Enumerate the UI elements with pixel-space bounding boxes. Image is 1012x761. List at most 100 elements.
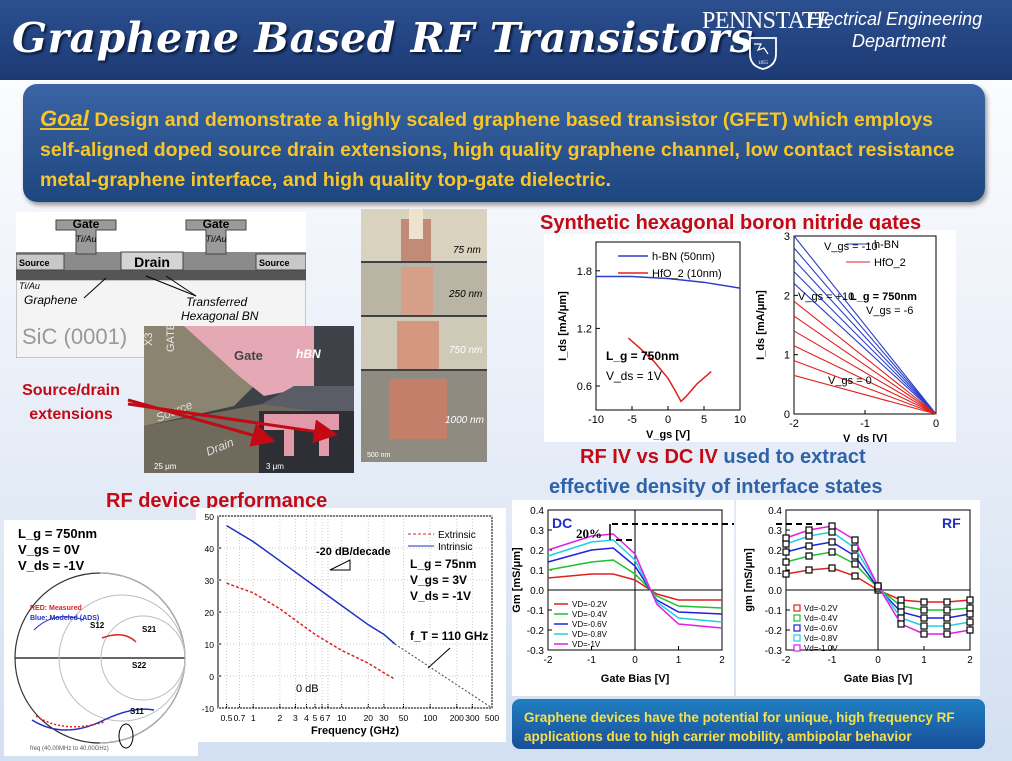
x-tick-label: 500: [485, 713, 499, 723]
y-tick-label: 0.3: [530, 526, 544, 537]
y-tick-label: 40: [205, 544, 215, 554]
series-line: [793, 360, 937, 415]
x-tick-label: 2: [719, 655, 725, 666]
x-tick-label: 200: [450, 713, 464, 723]
data-point: [782, 534, 790, 542]
y-tick-label: -0.2: [527, 626, 545, 637]
y-axis-label: I_ds [mA/μm]: [557, 291, 569, 361]
x-tick-label: -2: [544, 655, 553, 666]
y-axis-label: Gm [mS/μm]: [512, 547, 523, 613]
series-line: [596, 275, 741, 289]
tem-label-1000: 1000 nm: [445, 415, 484, 426]
y-tick-label: 0.2: [768, 546, 782, 557]
legend-label: VD=-1V: [572, 640, 601, 649]
series-line: [793, 271, 937, 415]
gate2-label: Gate: [203, 217, 230, 231]
smith-s22: S22: [132, 661, 147, 670]
series-line: [226, 524, 396, 645]
annotation-slope: -20 dB/decade: [316, 546, 391, 558]
annotation-vgs-pos10: V_gs = +10: [798, 291, 854, 303]
x-tick-label: 100: [423, 713, 437, 723]
y-tick-label: 0.4: [768, 506, 782, 517]
source-right-label: Source: [259, 258, 290, 268]
data-point: [943, 630, 951, 638]
y-axis-label: I_ds [mA/μm]: [756, 290, 767, 360]
tem-panel-75: [361, 209, 487, 261]
y-tick-label: 0.3: [768, 526, 782, 537]
sem-hbn-label: hBN: [296, 347, 321, 361]
university-name: PENNSTATE: [702, 8, 831, 34]
data-point: [943, 598, 951, 606]
chart-title-dc: DC: [552, 515, 572, 531]
source-drain-line2: extensions: [29, 406, 113, 423]
data-point: [828, 564, 836, 572]
y-tick-label: -0.1: [765, 606, 783, 617]
sem-x3: X3: [144, 333, 155, 346]
x-tick-label: 2: [967, 655, 973, 666]
legend-label: Vd=-0.6V: [804, 624, 838, 633]
series-line: [793, 235, 937, 415]
legend-swatch: [793, 604, 801, 612]
rf-perf-title: RF device performance: [106, 490, 328, 512]
ft-arrow: [427, 647, 451, 669]
x-tick-label: 0: [665, 414, 671, 426]
bottom-note-box: [512, 699, 985, 749]
legend-label: Vd=-1.0V: [804, 644, 838, 653]
data-point: [943, 606, 951, 614]
data-point: [805, 552, 813, 560]
sem-gate-label: Gate: [234, 348, 263, 363]
legend-label: Vd=-0.8V: [804, 634, 838, 643]
data-point: [805, 566, 813, 574]
rf-iv-title-line2: effective density of interface states: [549, 476, 883, 498]
x-tick-label: 1: [676, 655, 682, 666]
x-axis-label: Gate Bias [V]: [601, 673, 670, 685]
tem-label-750: 750 nm: [449, 345, 482, 356]
y-tick-label: 0.2: [530, 546, 544, 557]
data-point: [782, 548, 790, 556]
legend-intrinsic: Intrinsic: [438, 542, 472, 553]
x-tick-label: 6: [320, 713, 325, 723]
y-tick-label: 0.0: [530, 586, 544, 597]
legend-label: VD=-0.4V: [572, 610, 608, 619]
extrapolation-line: [394, 643, 493, 709]
sem-device-image: GATE X3 Gate hBN Source Drain 25 μm 3 μm: [144, 326, 354, 473]
annotation-vds: V_ds = 1V: [606, 369, 662, 383]
y-tick-label: 0.1: [530, 566, 544, 577]
x-tick-label: 0: [933, 418, 939, 430]
x-tick-label: 5: [313, 713, 318, 723]
series-line: [793, 374, 937, 415]
rf-iv-title-blue1: used to extract: [717, 446, 866, 468]
x-tick-label: 300: [465, 713, 479, 723]
chart-background: [544, 234, 756, 442]
y-tick-label: 2: [784, 290, 790, 302]
tem-label-250: 250 nm: [448, 289, 482, 300]
data-point: [943, 614, 951, 622]
y-tick-label: 1: [784, 350, 790, 362]
smith-chart: L_g = 750nm V_gs = 0V V_ds = -1V RED: Me…: [4, 520, 198, 756]
x-tick-label: -2: [782, 655, 791, 666]
x-tick-label: 4: [304, 713, 309, 723]
legend-label: VD=-0.8V: [572, 630, 608, 639]
goal-label: Goal: [40, 106, 89, 131]
data-point: [851, 544, 859, 552]
smith-legend-modeled: Blue: Modeled (ADS): [30, 615, 99, 622]
x-tick-label: 1: [921, 655, 927, 666]
annotation-vgs: V_gs = 3V: [410, 573, 467, 587]
tem-label-75: 75 nm: [453, 245, 481, 256]
rf-perf-lg: L_g = 750nm: [18, 526, 97, 541]
legend-hbn: h-BN: [874, 239, 899, 251]
legend-swatch: [793, 634, 801, 642]
data-point: [920, 598, 928, 606]
annotation-20pct: 20%: [576, 526, 602, 541]
hbn-label-line1: Transferred: [186, 295, 247, 309]
tem-panel-250: [361, 263, 487, 315]
smith-s12: S12: [90, 621, 105, 630]
goal-statement: Goal Design and demonstrate a highly sca…: [40, 104, 975, 195]
data-point: [966, 618, 974, 626]
y-tick-label: 0.4: [530, 506, 544, 517]
data-point: [897, 602, 905, 610]
annotation-vgs-0: V_gs = 0: [828, 375, 872, 387]
